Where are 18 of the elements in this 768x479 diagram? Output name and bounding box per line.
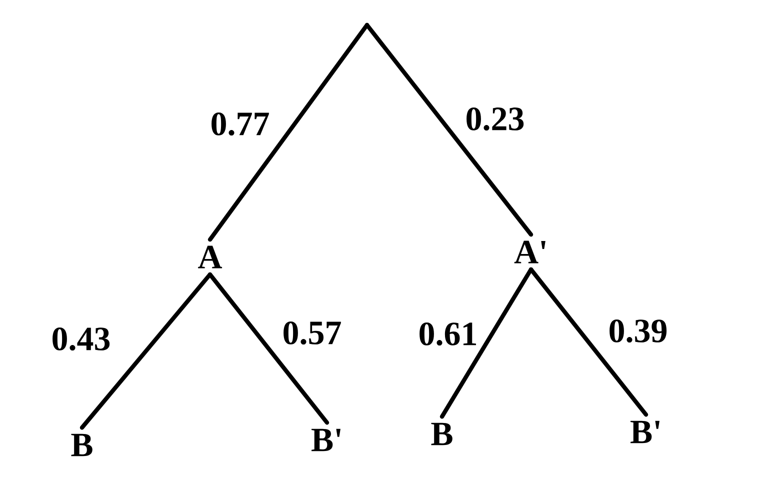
node-label: B' bbox=[312, 428, 340, 452]
edge-label: 0.77 bbox=[212, 112, 269, 136]
edge-label: 0.43 bbox=[52, 327, 110, 351]
node-label: B bbox=[71, 434, 92, 456]
edge-label: 0.61 bbox=[420, 322, 476, 346]
branch-line bbox=[208, 22, 370, 242]
node-label: B bbox=[431, 422, 452, 446]
branch-line bbox=[80, 272, 212, 430]
node-label: A' bbox=[514, 240, 546, 264]
branch-line bbox=[440, 267, 534, 419]
edge-label: 0.23 bbox=[466, 107, 524, 131]
branch-line bbox=[528, 267, 648, 417]
branch-line bbox=[364, 22, 534, 237]
node-label: A bbox=[198, 246, 222, 268]
branch-line bbox=[208, 272, 330, 425]
edge-label: 0.57 bbox=[284, 321, 341, 345]
node-label: B' bbox=[630, 420, 660, 444]
edge-label: 0.39 bbox=[610, 319, 667, 343]
